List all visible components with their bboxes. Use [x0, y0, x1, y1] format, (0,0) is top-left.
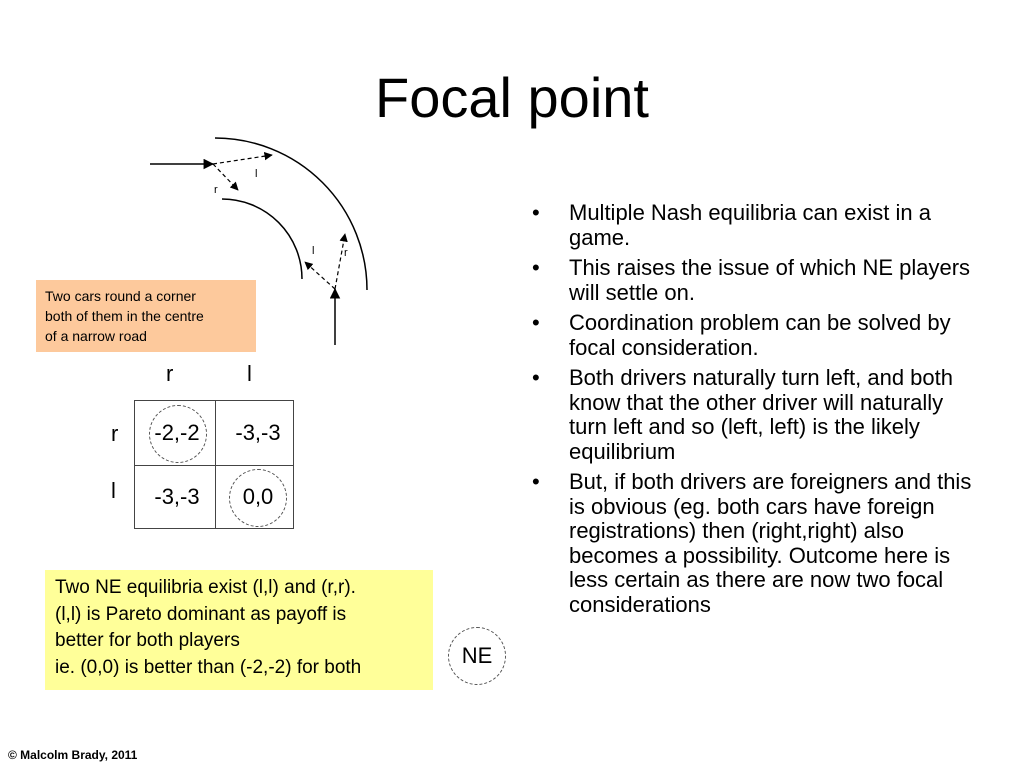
car-a-left-label: l — [255, 168, 257, 180]
ne-legend-label: NE — [461, 643, 493, 668]
bullet-item: • This raises the issue of which NE playe… — [532, 255, 972, 305]
bullet-marker: • — [532, 469, 540, 494]
equilibria-note-line: Two NE equilibria exist (l,l) and (r,r). — [55, 577, 356, 598]
bullet-item: • But, if both drivers are foreigners and… — [532, 469, 972, 617]
matrix-divider — [215, 401, 216, 528]
bullet-marker: • — [532, 200, 540, 225]
car-b-left-label: l — [312, 245, 314, 257]
bullet-item: • Both drivers naturally turn left, and b… — [532, 365, 972, 464]
matrix-row-header-r: r — [111, 421, 119, 446]
car-a-right-label: r — [214, 184, 218, 196]
equilibrium-ring — [229, 469, 287, 527]
matrix-cell-r-r: -2,-2 — [154, 420, 200, 445]
car-b-left-path — [304, 261, 336, 290]
bullet-text: Coordination problem can be solved by fo… — [569, 310, 951, 360]
matrix-column-header-r: r — [166, 361, 174, 386]
matrix-cell-r-l: -3,-3 — [235, 420, 281, 445]
equilibria-note-box: Two NE equilibria exist (l,l) and (r,r).… — [45, 570, 433, 690]
corner-note-box: Two cars round a corner both of them in … — [36, 280, 256, 352]
matrix-column-header-l: l — [247, 361, 252, 386]
bullet-marker: • — [532, 310, 540, 335]
bullet-text: This raises the issue of which NE player… — [569, 255, 971, 305]
bullet-marker: • — [532, 365, 540, 390]
car-a-right-path — [212, 163, 239, 191]
bullet-item: • Multiple Nash equilibria can exist in a… — [532, 200, 972, 250]
matrix-row-header-l: l — [111, 478, 116, 503]
bullet-list: • Multiple Nash equilibria can exist in a… — [532, 200, 972, 623]
slide-title: Focal point — [375, 66, 649, 129]
bullet-text: But, if both drivers are foreigners and … — [569, 469, 972, 617]
matrix-cell-l-r: -3,-3 — [154, 484, 200, 509]
car-b-right-label: r — [344, 247, 348, 259]
car-b-right-path — [334, 233, 348, 290]
equilibria-note-line: ie. (0,0) is better than (-2,-2) for bot… — [55, 656, 362, 678]
bullet-text: Multiple Nash equilibria can exist in a … — [569, 200, 931, 250]
road-inner-edge — [221, 198, 303, 280]
corner-note-line: of a narrow road — [45, 328, 147, 344]
payoff-matrix: -2,-2 -3,-3 -3,-3 0,0 — [134, 400, 294, 529]
bullet-marker: • — [532, 255, 540, 280]
corner-note-line: Two cars round a corner — [45, 288, 196, 304]
matrix-divider — [135, 465, 293, 466]
ne-legend-ring: NE — [448, 627, 506, 685]
road-outer-edge — [214, 137, 368, 291]
bullet-text: Both drivers naturally turn left, and bo… — [569, 365, 953, 464]
matrix-cell-l-l: 0,0 — [242, 484, 274, 509]
car-a-left-path — [212, 151, 273, 165]
equilibria-note-line: better for both players — [55, 630, 240, 651]
bullet-item: • Coordination problem can be solved by f… — [532, 310, 972, 360]
copyright-footer: © Malcolm Brady, 2011 — [8, 748, 138, 762]
equilibrium-ring — [149, 405, 207, 463]
equilibria-note-line: (l,l) is Pareto dominant as payoff is — [55, 603, 347, 625]
corner-note-line: both of them in the centre — [45, 308, 204, 324]
